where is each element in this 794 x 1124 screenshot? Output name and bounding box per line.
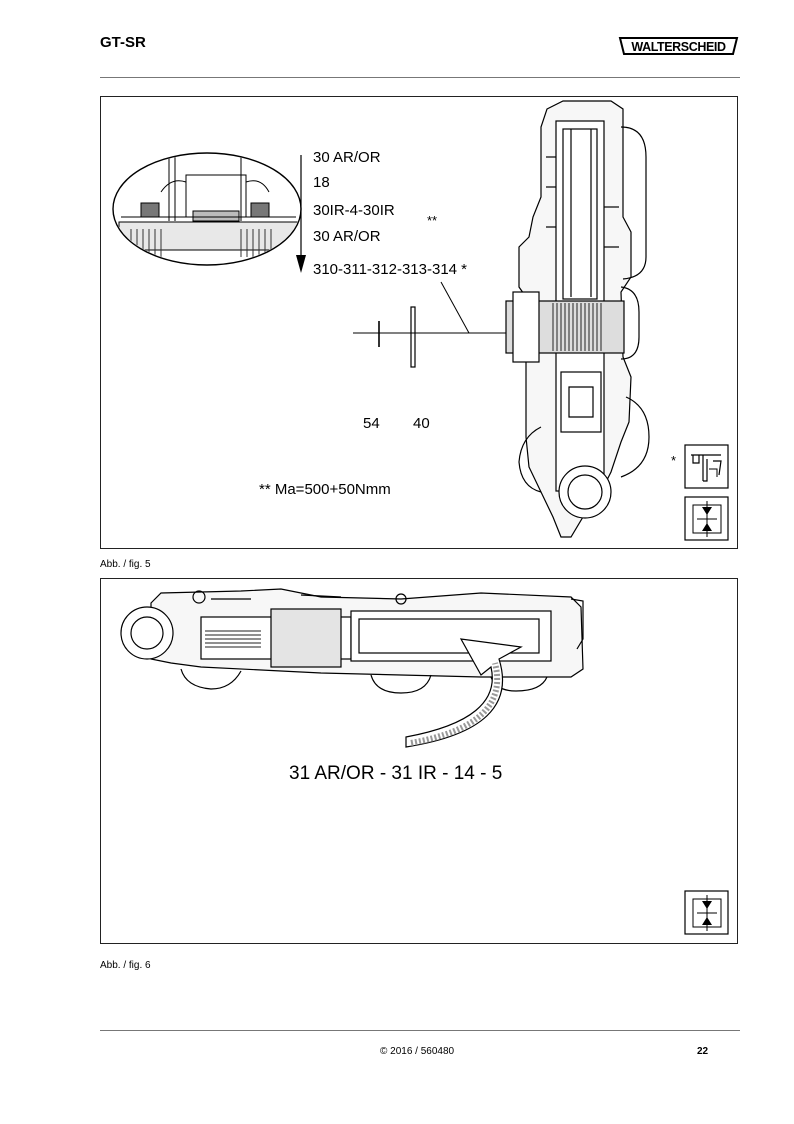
svg-text:WALTERSCHEID: WALTERSCHEID xyxy=(631,40,726,54)
insertion-arrow xyxy=(405,638,523,748)
footer-divider xyxy=(100,1030,740,1031)
figure-5-frame: 30 AR/OR 18 30IR-4-30IR ** 30 AR/OR 310-… xyxy=(100,96,738,549)
header-divider xyxy=(100,77,740,78)
figure-5-drawing xyxy=(112,100,729,541)
step-label-2: 18 xyxy=(313,174,330,191)
walterscheid-logo: WALTERSCHEID xyxy=(618,37,739,55)
gearbox-top-section xyxy=(120,588,584,694)
step-label-5: 310-311-312-313-314 * xyxy=(313,261,468,278)
caliper-tool-icon xyxy=(684,444,729,489)
assembly-sequence-label: 31 AR/OR - 31 IR - 14 - 5 xyxy=(289,763,503,784)
detail-zoom-ellipse xyxy=(112,152,302,266)
page-number: 22 xyxy=(697,1046,709,1057)
figure-6-frame: 31 AR/OR - 31 IR - 14 - 5 xyxy=(100,578,738,944)
part-number-54: 54 xyxy=(363,415,380,432)
step-label-1: 30 AR/OR xyxy=(313,149,381,166)
press-fit-icon xyxy=(684,496,729,541)
step-label-3: 30IR-4-30IR xyxy=(313,202,395,219)
step-label-3-mark: ** xyxy=(427,213,438,228)
exploded-parts-symbols xyxy=(353,281,519,368)
gearbox-side-section xyxy=(505,100,650,538)
figure-6-drawing xyxy=(120,588,729,935)
assembly-order-arrow xyxy=(296,155,306,273)
press-fit-icon xyxy=(684,890,729,935)
step-label-4: 30 AR/OR xyxy=(313,228,381,245)
torque-note: ** Ma=500+50Nmm xyxy=(259,481,391,498)
footer-copyright: © 2016 / 560480 xyxy=(380,1046,455,1057)
part-number-40: 40 xyxy=(413,415,430,432)
figure-5-caption: Abb. / fig. 5 xyxy=(100,559,151,570)
tool-asterisk: * xyxy=(671,453,677,468)
document-code: GT-SR xyxy=(100,34,146,51)
figure-6-caption: Abb. / fig. 6 xyxy=(100,960,151,971)
